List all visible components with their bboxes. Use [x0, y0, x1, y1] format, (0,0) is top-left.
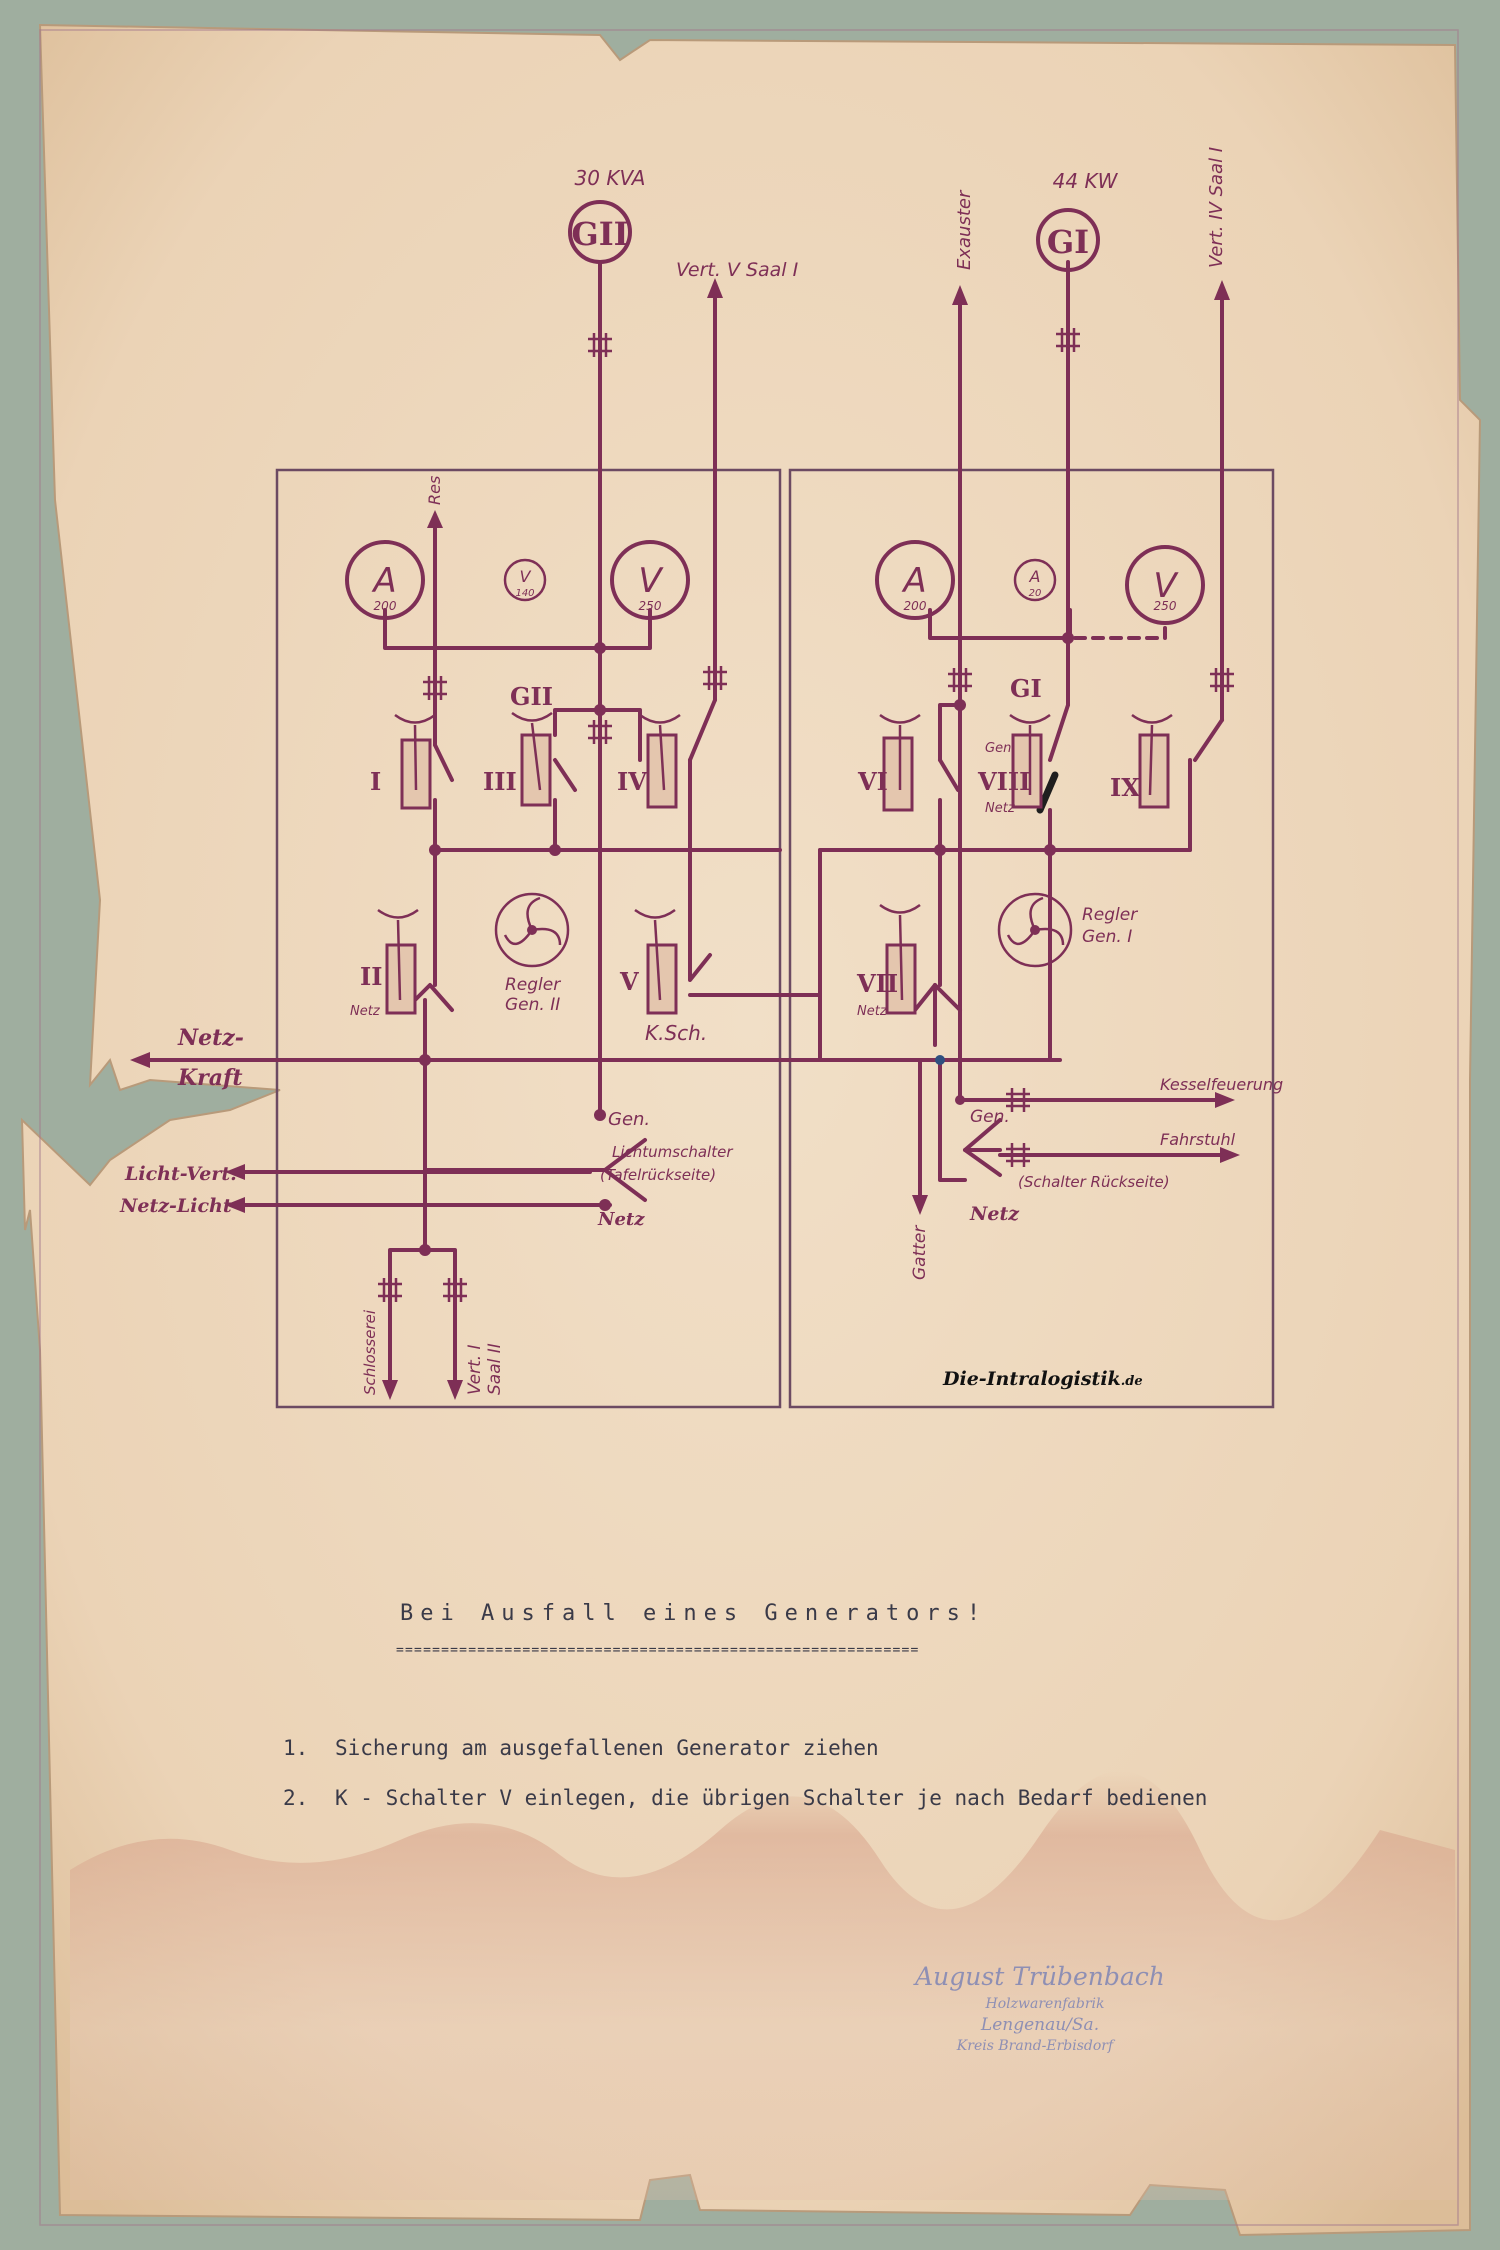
svg-text:Lengenau/Sa.: Lengenau/Sa. — [980, 2015, 1099, 2035]
svg-text:V: V — [1153, 566, 1179, 606]
water-stain — [70, 1771, 1458, 2200]
panel-frame-left — [275, 468, 782, 1409]
instruction-text-2: K - Schalter V einlegen, die übrigen Sch… — [335, 1786, 1207, 1810]
svg-text:250: 250 — [1154, 599, 1177, 613]
instruction-item-2: 2. K - Schalter V einlegen, die übrigen … — [283, 1786, 1207, 1810]
panel-frame-right — [788, 468, 1275, 1409]
meter-voltmeter-left: V 250 — [610, 540, 690, 620]
label-gen-s8: Gen. — [985, 741, 1015, 756]
switch-label-vii: VII — [856, 969, 898, 998]
company-stamp: August Trübenbach Holzwarenfabrik Lengen… — [913, 1962, 1165, 2054]
svg-text:2.: 2. — [283, 1786, 308, 1810]
meter-ammeter-small-right: A 20 — [1013, 558, 1057, 602]
instruction-text-1: Sicherung am ausgefallenen Generator zie… — [335, 1736, 879, 1760]
svg-text:140: 140 — [515, 588, 534, 599]
generator-gi: GI — [1036, 208, 1100, 272]
paper-sheet — [20, 23, 1482, 2237]
label-licht-vert: Licht-Vert. — [124, 1163, 237, 1185]
label-schlosserei: Schlosserei — [361, 1309, 379, 1395]
label-vert-1: Vert. I — [465, 1344, 485, 1395]
label-gatter: Gatter — [910, 1225, 930, 1280]
switch-label-i: I — [370, 767, 381, 796]
bus-label-gi: GI — [1010, 674, 1042, 703]
switch-label-iv: IV — [617, 767, 647, 796]
label-netz-right: Netz — [969, 1203, 1020, 1225]
arrowheads — [130, 278, 1240, 1400]
label-vert-5: Vert. V Saal I — [676, 259, 799, 281]
generator-gii: GII — [568, 200, 632, 264]
label-regler-2: Regler — [505, 975, 561, 995]
svg-text:V: V — [520, 567, 532, 586]
bus-label-gii: GII — [510, 682, 553, 711]
svg-text:200: 200 — [374, 599, 397, 613]
meter-ammeter-left: A 200 — [345, 540, 425, 620]
switch-label-viii: VIII — [977, 767, 1030, 796]
label-netz-kraft-1: Netz- — [177, 1025, 244, 1051]
svg-text:August Trübenbach: August Trübenbach — [913, 1962, 1165, 1991]
switch-labels: I II III IV V VI VII VIII IX — [360, 767, 1140, 998]
svg-text:Kreis Brand-Erbisdorf: Kreis Brand-Erbisdorf — [956, 2038, 1116, 2054]
svg-text:A: A — [901, 561, 926, 601]
label-regler-1: Regler — [1082, 905, 1138, 925]
label-gen-right: Gen. — [970, 1107, 1010, 1127]
label-tafelrueckseite: (Tafelrückseite) — [600, 1166, 716, 1184]
regulator-fan-right-icon — [997, 892, 1073, 968]
diagram-labels: GII GI Netz Netz Gen. Netz Regler Gen. I… — [119, 147, 1283, 1395]
instructions-underline: ========================================… — [396, 1643, 920, 1658]
svg-text:1.: 1. — [283, 1736, 308, 1760]
generator-gi-rating: 44 KW — [1053, 169, 1119, 193]
svg-text:200: 200 — [904, 599, 927, 613]
instruction-item-1: 1. Sicherung am ausgefallenen Generator … — [283, 1736, 879, 1760]
label-regler-1-gen: Gen. I — [1082, 927, 1132, 947]
watermark-text: Die-Intralogistik.de — [942, 1368, 1143, 1390]
instructions-heading: Bei Ausfall eines Generators! — [400, 1601, 987, 1626]
label-res: Res — [425, 476, 444, 505]
label-netz-kraft-2: Kraft — [177, 1065, 243, 1091]
switch-label-ix: IX — [1110, 773, 1140, 802]
switch-label-iii: III — [483, 767, 517, 796]
junction-dots — [419, 632, 1074, 1256]
svg-text:A: A — [371, 561, 396, 601]
printed-border — [39, 29, 1459, 2226]
label-vert-4: Vert. IV Saal I — [1206, 147, 1227, 268]
generator-gi-symbol: GI — [1047, 223, 1089, 261]
meter-ammeter-right: A 200 — [875, 540, 955, 620]
label-netz-s2: Netz — [350, 1004, 381, 1019]
label-exauster: Exauster — [954, 189, 975, 270]
label-netz-s8: Netz — [985, 801, 1016, 816]
label-kesselfeuerung: Kesselfeuerung — [1160, 1075, 1283, 1094]
generator-gii-symbol: GII — [571, 215, 628, 253]
switch-label-v: V — [619, 967, 639, 996]
svg-text:Holzwarenfabrik: Holzwarenfabrik — [985, 1996, 1105, 2012]
label-lichtumschalter: Lichtumschalter — [612, 1143, 733, 1161]
meter-voltmeter-small-left: V 140 — [503, 558, 547, 602]
svg-text:A: A — [1029, 567, 1041, 586]
label-k-sch: K.Sch. — [645, 1021, 707, 1045]
switch-label-vi: VI — [857, 767, 888, 796]
label-regler-2-gen: Gen. II — [505, 995, 560, 1015]
meter-voltmeter-right: V 250 — [1125, 545, 1205, 625]
label-saal-2: Saal II — [485, 1343, 505, 1395]
svg-text:20: 20 — [1029, 588, 1042, 599]
label-fahrstuhl: Fahrstuhl — [1160, 1130, 1236, 1149]
fuse-marks — [378, 328, 1234, 1302]
label-gen-left: Gen. — [608, 1109, 650, 1130]
switch-label-ii: II — [360, 962, 382, 991]
label-netz-left: Netz — [597, 1209, 645, 1230]
regulator-fan-left-icon — [494, 892, 570, 968]
svg-text:V: V — [638, 561, 664, 601]
label-netz-s7: Netz — [857, 1004, 888, 1019]
label-netz-licht: Netz-Licht — [119, 1195, 232, 1217]
switch-handles — [377, 711, 1173, 1001]
generator-gii-rating: 30 KVA — [575, 166, 646, 190]
label-schalterrueckseite: (Schalter Rückseite) — [1018, 1173, 1170, 1191]
svg-text:250: 250 — [639, 599, 662, 613]
wiring-right — [818, 260, 1227, 1202]
